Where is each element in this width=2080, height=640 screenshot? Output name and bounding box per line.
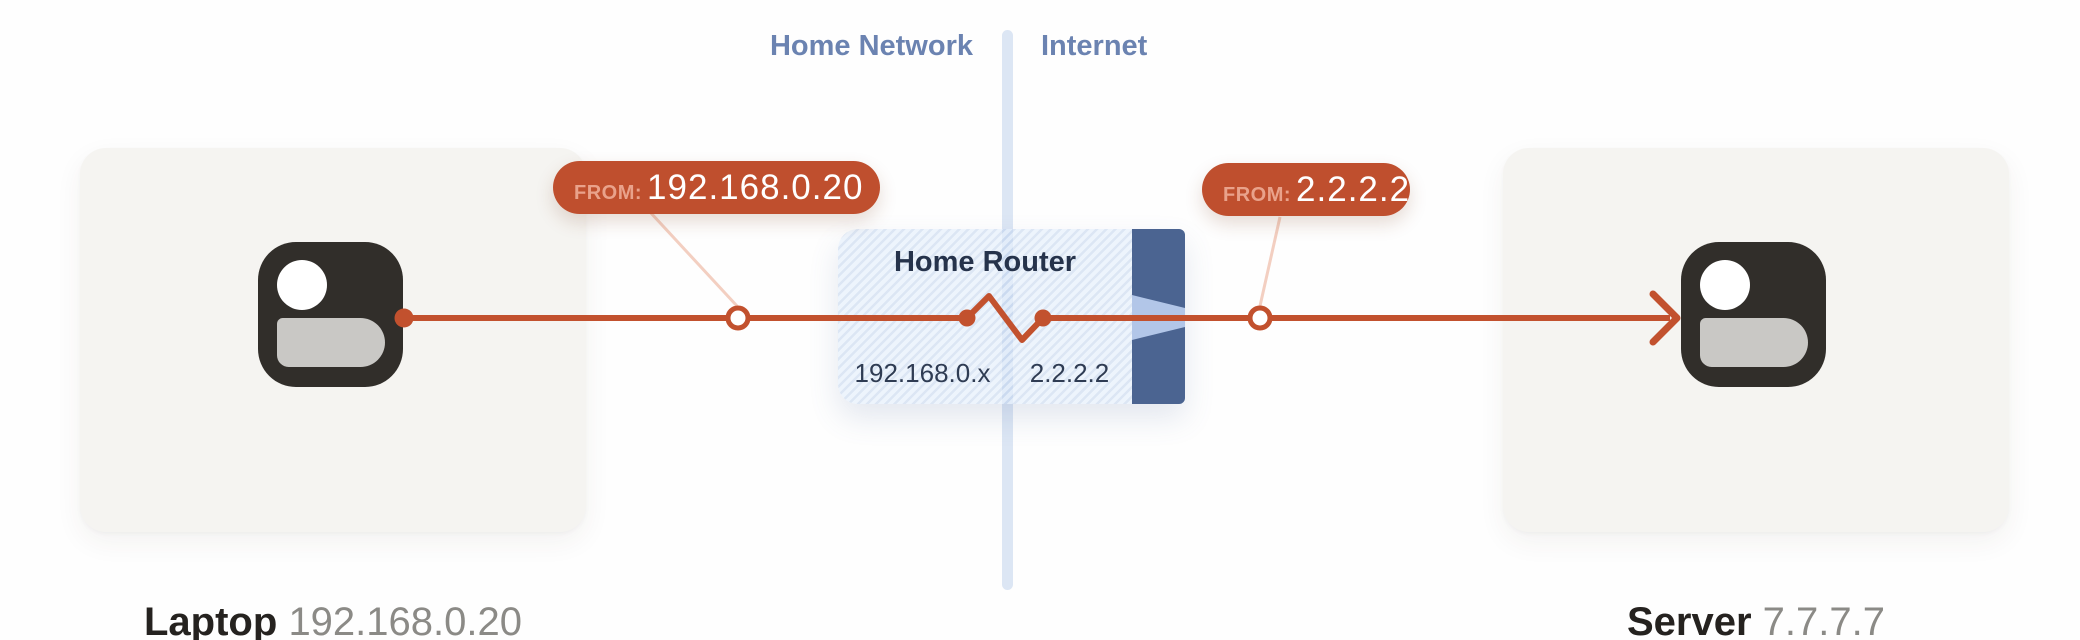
laptop-avatar-icon — [258, 242, 403, 387]
server-name: Server — [1626, 600, 1752, 640]
avatar-head-circle — [277, 260, 327, 310]
internet-region-label: Internet — [1041, 30, 1148, 62]
server-card: Server 7.7.7.7 — [1503, 148, 2009, 640]
server-label: Server 7.7.7.7 — [1503, 600, 2009, 640]
packet-source-badge-lan: FROM: 192.168.0.20 — [553, 161, 880, 214]
server-avatar-icon — [1681, 242, 1826, 387]
laptop-card: Laptop 192.168.0.20 — [80, 148, 586, 640]
router-wan-ip: 2.2.2.2 — [1029, 358, 1110, 388]
avatar-torso-shape — [277, 318, 385, 367]
laptop-name: Laptop — [144, 600, 278, 640]
badge-leader-line-lan — [648, 210, 739, 308]
nat-bar — [1132, 229, 1185, 404]
laptop-label: Laptop 192.168.0.20 — [80, 600, 586, 640]
server-ip: 7.7.7.7 — [1762, 600, 1885, 640]
router-box: Home Router 192.168.0.x 2.2.2.2 — [838, 229, 1185, 404]
capture-point-circle-lan — [725, 305, 751, 331]
capture-point-circle-wan — [1247, 305, 1273, 331]
home-network-region-label: Home Network — [769, 30, 973, 62]
router-title: Home Router — [893, 246, 1077, 278]
funnel-icon — [1132, 295, 1185, 340]
avatar-head-circle — [1700, 260, 1750, 310]
router-lan-ip: 192.168.0.x — [854, 358, 991, 388]
badge-leader-line-wan — [1258, 216, 1282, 307]
packet-source-badge-wan: FROM: 2.2.2.2 — [1202, 163, 1410, 216]
from-label: FROM: — [1223, 184, 1292, 206]
laptop-ip: 192.168.0.20 — [288, 600, 522, 640]
source-ip-value: 192.168.0.20 — [647, 168, 864, 207]
source-ip-value: 2.2.2.2 — [1296, 170, 1411, 209]
avatar-torso-shape — [1700, 318, 1808, 367]
from-label: FROM: — [574, 182, 643, 204]
